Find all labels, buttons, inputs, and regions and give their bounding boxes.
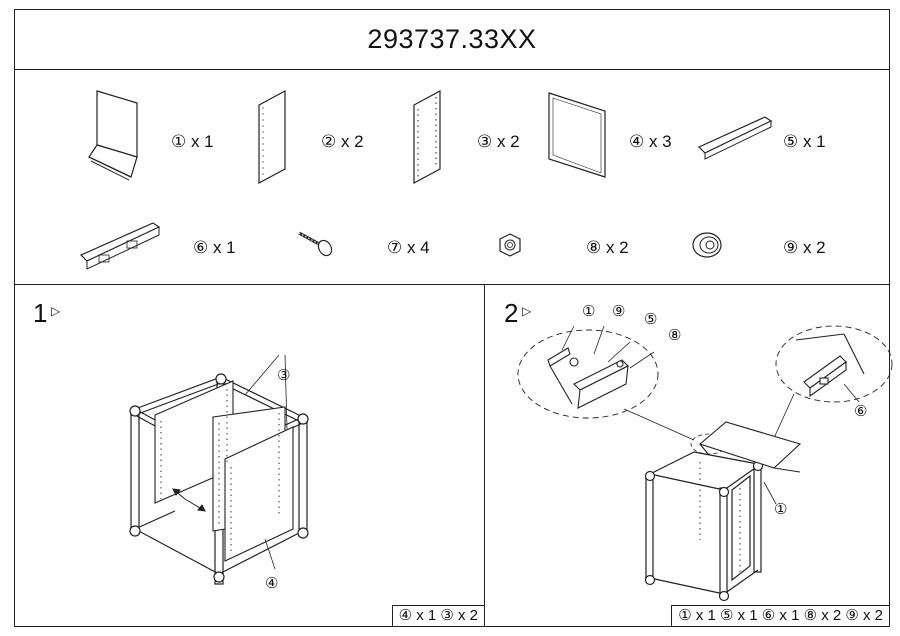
side-panel-icon (258, 89, 286, 185)
perforated-side-panel-icon (413, 89, 441, 185)
part-5-quantity: ⑤ x 1 (783, 132, 826, 151)
bracket-rail-icon (79, 222, 161, 270)
washer-icon (692, 232, 722, 258)
step-1-frame-illustration (129, 354, 309, 585)
part-2-quantity: ② x 2 (321, 132, 364, 151)
step-2-callout-nut: ⑧ (668, 327, 682, 344)
step-2-callout-bracket-rail: ⑥ (854, 403, 868, 420)
step-2-parts-summary: ① x 1 ⑤ x 1 ⑥ x 1 ⑧ x 2 ⑨ x 2 (671, 605, 889, 626)
step-1-callout-panel-4: ④ (265, 575, 279, 592)
nut-icon (499, 233, 521, 257)
part-1-quantity: ① x 1 (171, 132, 214, 151)
step-1-callout-panel-3: ③ (277, 367, 291, 384)
square-panel-icon (548, 92, 606, 178)
step-2-callout-washer: ⑨ (612, 303, 626, 320)
step-2-assembly-illustration (517, 325, 893, 602)
step-2-number: 2 (504, 298, 519, 328)
part-6-quantity: ⑥ x 1 (193, 238, 236, 257)
part-4-quantity: ④ x 3 (629, 132, 672, 151)
part-9-quantity: ⑨ x 2 (783, 238, 826, 257)
long-rail-icon (697, 116, 773, 160)
model-number: 293737.33XX (367, 24, 537, 54)
step-1-arrow-icon: ▷ (51, 304, 61, 318)
step-1-number: 1 (33, 298, 48, 328)
step-2-arrow-icon: ▷ (522, 304, 532, 318)
parts-list: ① x 1 ② x 2 ③ x 2 ④ x 3 ⑤ x 1 (15, 69, 889, 285)
part-7-quantity: ⑦ x 4 (387, 238, 430, 257)
part-3-quantity: ③ x 2 (477, 132, 520, 151)
title-row: 293737.33XX (15, 10, 889, 70)
step-1-parts-summary: ④ x 1 ③ x 2 (391, 605, 484, 626)
part-8-quantity: ⑧ x 2 (586, 238, 629, 257)
step-2-callout-long-rail: ⑤ (644, 311, 658, 328)
back-panel-with-shelf-icon (88, 90, 138, 181)
step-1-panel: 1 ▷ (15, 284, 485, 626)
instruction-sheet: 293737.33XX ① x 1 ② x 2 ③ x 2 ④ x 3 (14, 9, 893, 627)
step-2-panel: 2 ▷ (484, 284, 893, 626)
screw-icon (298, 231, 333, 257)
step-2-callout-back-panel: ① (582, 303, 596, 320)
step-2-callout-top-panel: ① (774, 501, 788, 518)
